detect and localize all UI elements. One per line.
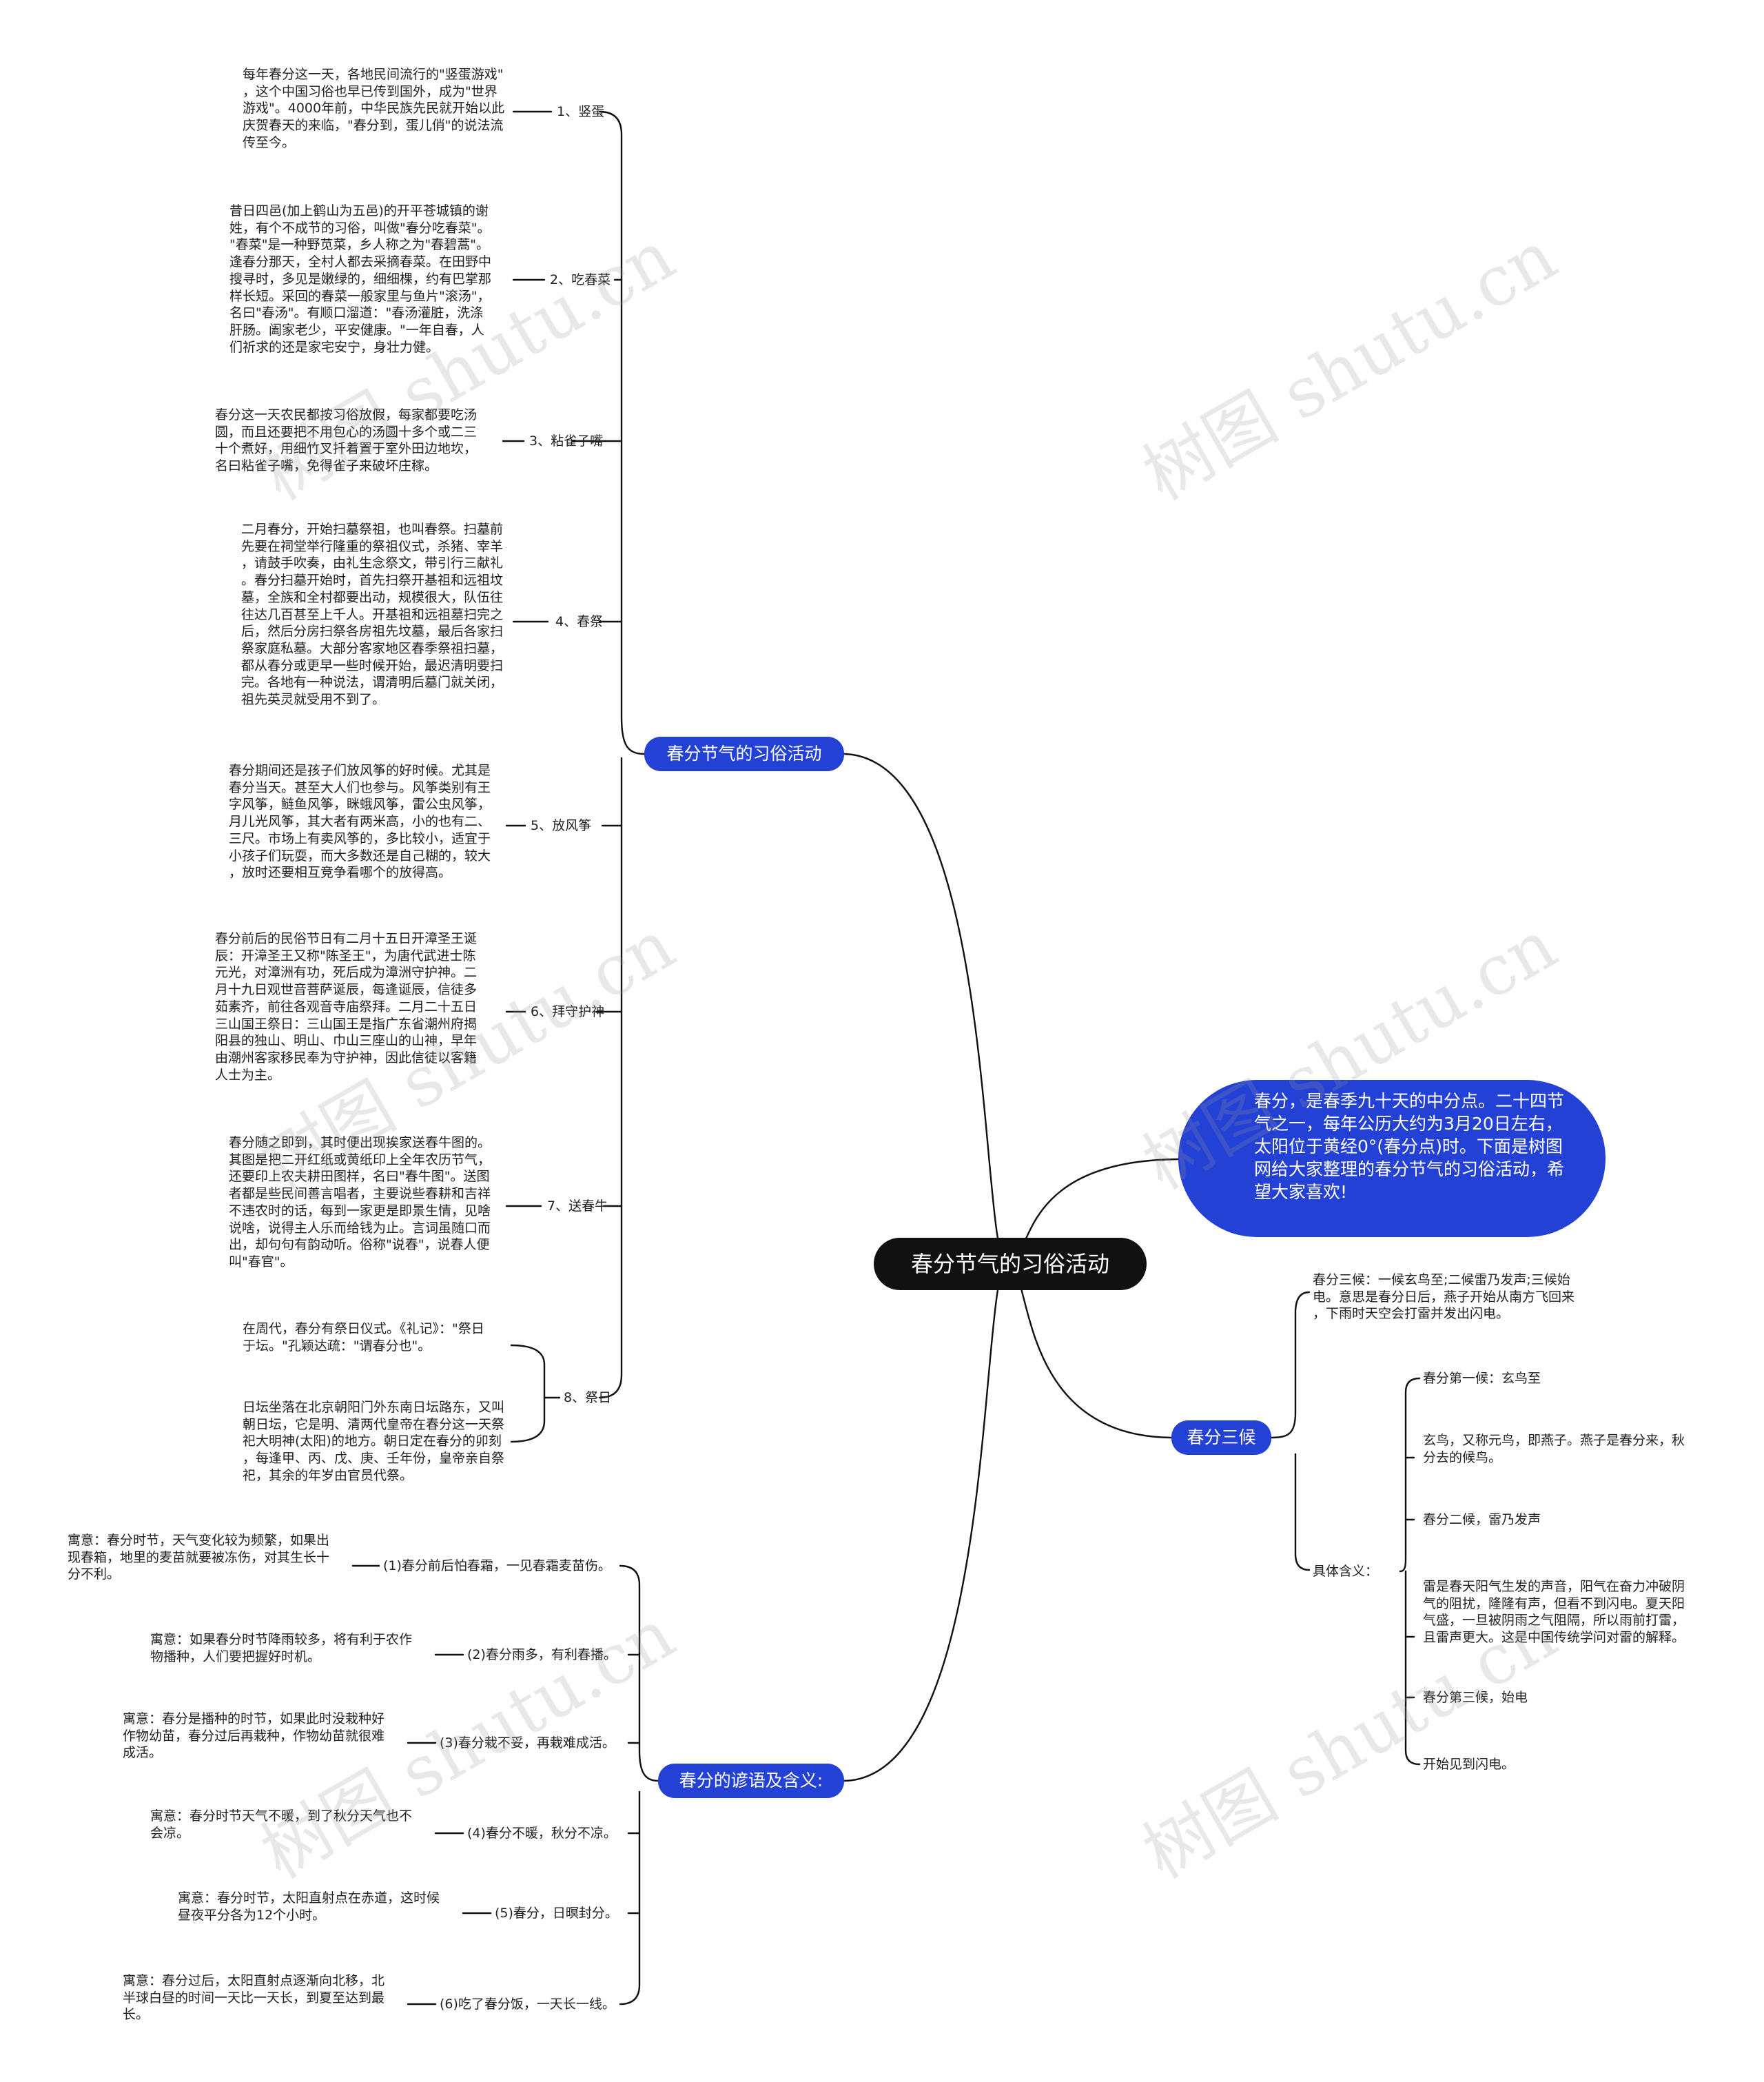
custom-1-text: 每年春分这一天，各地民间流行的"竖蛋游戏" ，这个中国习俗也早已传到国外，成为"…: [243, 67, 505, 150]
three-meaning-5: 春分第三候，始电: [1423, 1690, 1528, 1705]
three-meaning-label[interactable]: 具体含义：: [1313, 1564, 1379, 1579]
connector: [598, 110, 646, 755]
root-topic[interactable]: 春分节气的习俗活动: [874, 1238, 1147, 1290]
custom-1-label[interactable]: 1、竖蛋: [557, 104, 605, 119]
branch-three-phases[interactable]: 春分三候: [1171, 1420, 1271, 1455]
branch-customs[interactable]: 春分节气的习俗活动: [644, 737, 844, 771]
custom-6-label[interactable]: 6、拜守护神: [531, 1004, 605, 1019]
custom-8-sub-1: 在周代，春分有祭日仪式。《礼记》："祭日 于坛。"孔颖达疏："谓春分也"。: [243, 1321, 484, 1354]
custom-2-label[interactable]: 2、吃春菜: [550, 272, 611, 287]
three-meaning-2: 玄鸟，又称元鸟，即燕子。燕子是春分来，秋 分去的候鸟。: [1423, 1433, 1685, 1465]
custom-3-label[interactable]: 3、粘雀子嘴: [529, 433, 604, 449]
custom-8-sub-2: 日坛坐落在北京朝阳门外东南日坛路东，又叫 朝日坛，它是明、清两代皇帝在春分这一天…: [243, 1400, 505, 1483]
connector: [510, 1344, 546, 1443]
custom-8-label[interactable]: 8、祭日: [564, 1390, 612, 1405]
proverb-6-text: 寓意：春分过后，太阳直射点逐渐向北移，北 半球白昼的时间一天比一天长，到夏至达到…: [123, 1973, 385, 2023]
custom-2-text: 昔日四邑(加上鹤山为五邑)的开平苍城镇的谢 姓，有个不成节的习俗，叫做"春分吃春…: [229, 203, 492, 355]
connector: [1404, 1570, 1421, 1766]
connector: [1270, 1291, 1311, 1439]
custom-3-text: 春分这一天农民都按习俗放假，每家都要吃汤 圆，而且还要把不用包心的汤圆十多个或二…: [215, 407, 478, 474]
three-meaning-6: 开始见到闪电。: [1423, 1757, 1515, 1772]
custom-4-text: 二月春分，开始扫墓祭祖，也叫春祭。扫墓前 先要在祠堂举行隆重的祭祖仪式，杀猪、宰…: [241, 522, 504, 708]
proverb-2-text: 寓意：如果春分时节降雨较多，将有利于农作 物播种，人们要把握好时机。: [150, 1632, 413, 1664]
proverb-5-text: 寓意：春分时节，太阳直射点在赤道，这时候 昼夜平分各为12个小时。: [178, 1890, 440, 1923]
custom-5-label[interactable]: 5、放风筝: [531, 818, 592, 833]
proverb-5-label[interactable]: (5)春分，日暝封分。: [495, 1906, 618, 1921]
proverb-1-label[interactable]: (1)春分前后怕春霜，一见春霜麦苗伤。: [383, 1558, 611, 1573]
custom-4-label[interactable]: 4、春祭: [555, 614, 604, 629]
intro-text: 春分，是春季九十天的中分点。二十四节气之一，每年公历大约为3月20日左右，太阳位…: [1254, 1091, 1565, 1202]
custom-5-text: 春分期间还是孩子们放风筝的好时候。尤其是 春分当天。甚至大人们也参与。风筝类别有…: [229, 763, 491, 881]
connector: [598, 757, 623, 1399]
connector: [1399, 1377, 1421, 1573]
three-meaning-1: 春分第一候：玄鸟至: [1423, 1371, 1541, 1386]
three-summary: 春分三候：一候玄鸟至;二候雷乃发声;三候始 电。意思是春分日后，燕子开始从南方飞…: [1313, 1272, 1575, 1322]
three-meaning-3: 春分二候，雷乃发声: [1423, 1512, 1541, 1527]
connector: [1294, 1453, 1311, 1571]
proverb-1-text: 寓意：春分时节，天气变化较为频繁，如果出 现春箱，地里的麦苗就要被冻伤，对其生长…: [68, 1533, 330, 1582]
intro-node[interactable]: 春分，是春季九十天的中分点。二十四节气之一，每年公历大约为3月20日左右，太阳位…: [1178, 1080, 1606, 1237]
branch-proverbs[interactable]: 春分的谚语及含义:: [658, 1764, 844, 1798]
connector: [843, 1263, 1009, 1782]
custom-7-label[interactable]: 7、送春牛: [547, 1198, 608, 1214]
connector: [619, 1564, 659, 1782]
connector: [843, 753, 1009, 1265]
custom-7-text: 春分随之即到，其时便出现挨家送春牛图的。 其图是把二开红纸或黄纸印上全年农历节气…: [229, 1135, 491, 1269]
three-meaning-4: 雷是春天阳气生发的声音，阳气在奋力冲破阴 气的阻扰，隆隆有声，但看不到闪电。夏天…: [1423, 1579, 1685, 1646]
custom-6-text: 春分前后的民俗节日有二月十五日开漳圣王诞 辰：开漳圣王又称"陈圣王"，为唐代武进…: [215, 931, 478, 1083]
proverb-4-label[interactable]: (4)春分不暖，秋分不凉。: [467, 1826, 617, 1841]
proverb-3-text: 寓意：春分是播种的时节，如果此时没栽种好 作物幼苗，春分过后再栽种，作物幼苗就很…: [123, 1711, 385, 1761]
proverb-6-label[interactable]: (6)吃了春分饭，一天长一线。: [440, 1997, 615, 2012]
proverb-4-text: 寓意：春分时节天气不暖，到了秋分天气也不 会凉。: [150, 1808, 413, 1841]
connector: [619, 1790, 641, 2006]
proverb-3-label[interactable]: (3)春分栽不妥，再栽难成活。: [440, 1735, 615, 1751]
proverb-2-label[interactable]: (2)春分雨多，有利春播。: [467, 1647, 617, 1662]
